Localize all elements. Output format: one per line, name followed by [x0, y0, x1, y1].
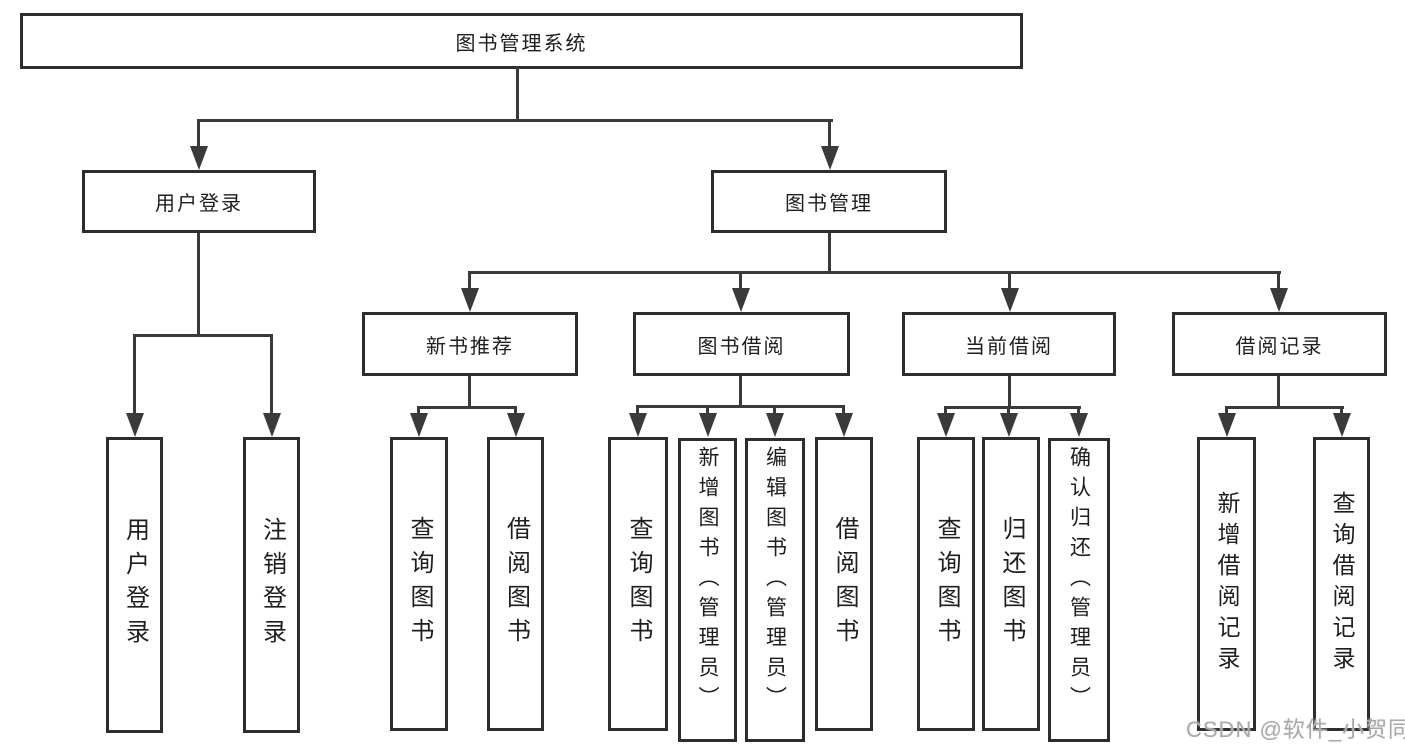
arrow-down-icon: [766, 413, 784, 437]
connector-line: [773, 405, 776, 415]
connector-line: [1077, 406, 1080, 415]
arrow-down-icon: [507, 413, 525, 437]
node-new-book-recommendation: 新书推荐: [362, 312, 578, 376]
arrow-down-icon: [629, 413, 647, 437]
connector-line: [1277, 271, 1280, 290]
leaf-query-books-current: 查询图书: [917, 437, 975, 731]
connector-line: [197, 119, 200, 148]
arrow-down-icon: [699, 413, 717, 437]
connector-line: [417, 406, 517, 409]
arrow-down-icon: [1333, 413, 1351, 437]
connector-line: [468, 271, 1281, 274]
arrow-down-icon: [1070, 413, 1088, 437]
connector-line: [468, 376, 471, 408]
leaf-return-book: 归还图书: [982, 437, 1040, 731]
leaf-borrow-books-recommend: 借阅图书: [487, 437, 544, 731]
arrow-down-icon: [937, 413, 955, 437]
node-label: 确认归还（管理员）: [1067, 446, 1091, 716]
connector-line: [197, 233, 200, 337]
connector-line: [514, 406, 517, 415]
arrow-down-icon: [1270, 288, 1288, 312]
node-borrowing-records: 借阅记录: [1172, 312, 1387, 376]
connector-line: [706, 405, 709, 415]
node-label: 查询图书: [406, 516, 433, 652]
node-label: 归还图书: [998, 516, 1025, 652]
connector-line: [270, 334, 273, 415]
arrow-down-icon: [263, 413, 281, 437]
connector-line: [944, 406, 1081, 409]
connector-line: [197, 119, 833, 122]
leaf-borrow-books: 借阅图书: [815, 437, 873, 731]
connector-line: [1008, 271, 1011, 290]
leaf-add-borrow-record: 新增借阅记录: [1197, 437, 1256, 731]
node-label: 新增图书（管理员）: [696, 446, 719, 716]
connector-line: [1340, 406, 1343, 415]
node-label: 借阅记录: [1235, 335, 1324, 358]
connector-line: [133, 334, 273, 337]
arrow-down-icon: [732, 288, 750, 312]
node-label: 图书管理: [785, 193, 873, 215]
leaf-query-borrow-record: 查询借阅记录: [1313, 437, 1370, 731]
arrow-down-icon: [1218, 413, 1236, 437]
connector-line: [842, 405, 845, 415]
node-label: 新增借阅记录: [1214, 491, 1240, 677]
arrow-down-icon: [1001, 288, 1019, 312]
arrow-down-icon: [835, 413, 853, 437]
arrow-down-icon: [190, 146, 208, 170]
node-book-management: 图书管理: [711, 170, 947, 233]
node-library-system: 图书管理系统: [20, 13, 1023, 69]
node-label: 借阅图书: [502, 516, 530, 652]
leaf-add-book-admin: 新增图书（管理员）: [678, 438, 737, 742]
leaf-user-login: 用户登录: [106, 437, 163, 733]
connector-line: [636, 405, 845, 408]
node-label: 用户登录: [121, 517, 149, 653]
connector-line: [636, 405, 639, 415]
node-label: 图书管理系统: [455, 32, 588, 55]
watermark: CSDN @软件_小贺同学: [1186, 717, 1405, 742]
node-user-login: 用户登录: [82, 170, 316, 233]
node-book-borrowing: 图书借阅: [633, 312, 850, 376]
node-label: 编辑图书（管理员）: [763, 446, 787, 716]
connector-line: [417, 406, 420, 415]
connector-line: [944, 406, 947, 415]
node-label: 注销登录: [258, 517, 286, 653]
node-label: 借阅图书: [831, 516, 858, 652]
node-label: 查询图书: [625, 516, 652, 652]
arrow-down-icon: [410, 413, 428, 437]
node-label: 查询图书: [933, 516, 960, 652]
leaf-query-books-recommend: 查询图书: [390, 437, 448, 731]
connector-line: [1277, 376, 1280, 408]
connector-line: [1008, 376, 1011, 408]
leaf-query-books-borrowing: 查询图书: [608, 437, 668, 731]
node-label: 查询借阅记录: [1329, 491, 1355, 677]
arrow-down-icon: [1000, 413, 1018, 437]
node-label: 新书推荐: [426, 335, 514, 358]
connector-line: [739, 271, 742, 290]
arrow-down-icon: [126, 413, 144, 437]
connector-line: [1225, 406, 1228, 415]
connector-line: [133, 334, 136, 415]
connector-line: [739, 376, 742, 407]
connector-line: [1007, 406, 1010, 415]
connector-line: [468, 271, 471, 290]
leaf-logout: 注销登录: [243, 437, 300, 733]
connector-line: [828, 119, 831, 148]
leaf-edit-book-admin: 编辑图书（管理员）: [745, 438, 805, 742]
connector-line: [828, 233, 831, 274]
node-current-borrowing: 当前借阅: [902, 312, 1116, 376]
connector-line: [1225, 406, 1344, 409]
leaf-confirm-return-admin: 确认归还（管理员）: [1048, 438, 1110, 742]
arrow-down-icon: [461, 288, 479, 312]
node-label: 当前借阅: [965, 335, 1053, 358]
node-label: 用户登录: [155, 193, 243, 215]
arrow-down-icon: [821, 146, 839, 170]
connector-line: [516, 66, 519, 122]
node-label: 图书借阅: [697, 335, 786, 358]
